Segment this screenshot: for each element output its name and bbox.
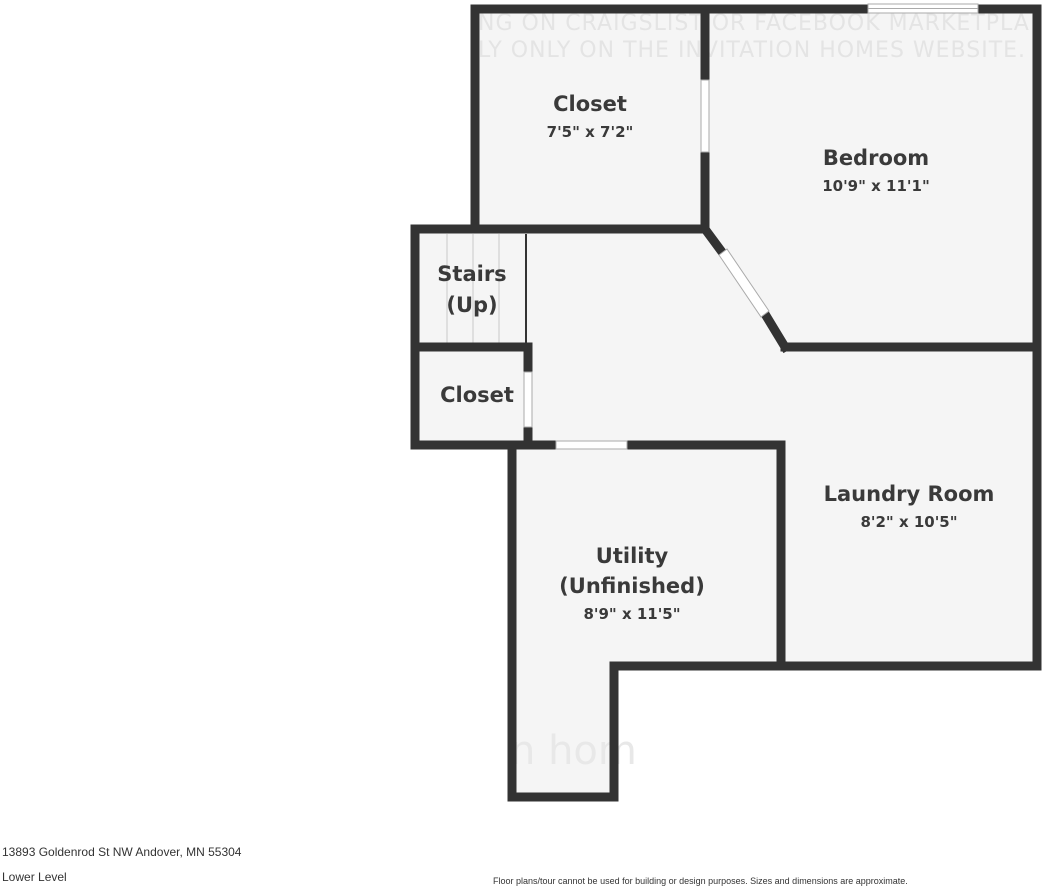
bedroom-name: Bedroom xyxy=(823,146,929,170)
stair-treads xyxy=(446,234,527,343)
utility-name-line-1: Utility xyxy=(596,544,669,568)
utility-name-line-2: (Unfinished) xyxy=(559,574,705,598)
stairs-floor xyxy=(415,229,528,347)
door-closet-bedroom xyxy=(700,79,710,153)
property-address: 13893 Goldenrod St NW Andover, MN 55304 xyxy=(2,845,242,859)
laundry-name: Laundry Room xyxy=(824,482,995,506)
watermark-line-2: LY ONLY ON THE INVITATION HOMES WEBSITE. xyxy=(478,38,1026,63)
floor-level-label: Lower Level xyxy=(2,870,67,884)
walls xyxy=(410,4,1042,802)
laundry-dims: 8'2" x 10'5" xyxy=(860,513,957,531)
stairs-name-line-2: (Up) xyxy=(446,293,497,317)
door-small-closet xyxy=(523,371,533,428)
door-utility xyxy=(555,440,628,450)
door-bedroom-diagonal xyxy=(718,248,770,318)
utility-floor xyxy=(512,445,781,797)
closet-top-dims: 7'5" x 7'2" xyxy=(547,123,634,141)
closet-small-name: Closet xyxy=(440,383,514,407)
openings xyxy=(523,3,979,450)
utility-dims: 8'9" x 11'5" xyxy=(583,605,680,623)
disclaimer-text: Floor plans/tour cannot be used for buil… xyxy=(493,876,908,886)
bedroom-floor xyxy=(705,9,1037,347)
closet-top-name: Closet xyxy=(553,92,627,116)
bedroom-dims: 10'9" x 11'1" xyxy=(822,177,930,195)
stairs-name-line-1: Stairs xyxy=(437,262,506,286)
watermark-line-1: NG ON CRAIGSLIST OR FACEBOOK MARKETPLA xyxy=(478,11,1030,36)
closet-small-floor xyxy=(415,347,528,445)
closet-top-floor xyxy=(475,9,705,229)
